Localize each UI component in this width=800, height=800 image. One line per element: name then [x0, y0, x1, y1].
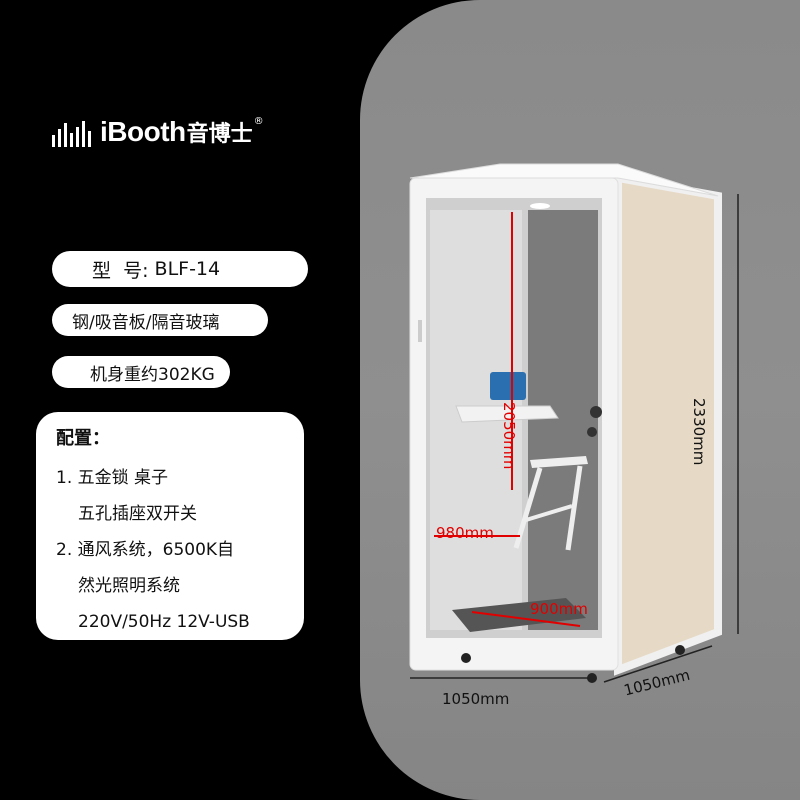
model-prefix: 型 号:: [92, 259, 155, 282]
booth-floor: [452, 598, 586, 632]
config-line: 五孔插座双开关: [78, 504, 197, 524]
door-handle: [590, 406, 602, 418]
stool-leg: [525, 504, 573, 522]
model-badge: 型 号: BLF-14: [52, 251, 308, 287]
door-hinge: [418, 320, 422, 342]
caster-wheel: [675, 645, 685, 655]
inner-depth-line: [471, 611, 581, 627]
booth-drawing: [409, 163, 739, 683]
booth-illustration: 2330mm 1050mm 1050mm 2050mm 980mm 900mm: [390, 150, 770, 720]
weight-text: 机身重约302KG: [90, 364, 215, 385]
outer-width-label: 1050mm: [442, 690, 510, 708]
booth-top-edge: [409, 163, 719, 197]
booth-desk: [455, 405, 559, 423]
door-lock: [587, 427, 597, 437]
config-card: 配置： 1. 五金锁 桌子 五孔插座双开关 2. 通风系统，6500K自 然光照…: [36, 412, 304, 640]
booth-stool: [530, 456, 588, 468]
model-value: BLF-14: [154, 258, 221, 280]
brand-name: iBooth: [100, 116, 186, 147]
inner-width-label: 980mm: [436, 524, 494, 542]
outer-height-label: 2330mm: [690, 398, 708, 466]
config-line: 然光照明系统: [78, 576, 180, 596]
brand-name-cn: 音博士: [186, 122, 253, 147]
material-text: 钢/吸音板/隔音玻璃: [72, 312, 220, 333]
config-line: 2. 通风系统，6500K自: [56, 540, 235, 560]
inner-depth-label: 900mm: [530, 600, 588, 618]
inner-height-label: 2050mm: [500, 402, 518, 470]
config-line: 1. 五金锁 桌子: [56, 468, 169, 488]
stool-leg: [513, 467, 543, 549]
caster-wheel: [461, 653, 471, 663]
material-badge: 钢/吸音板/隔音玻璃: [52, 304, 268, 336]
booth-side-opening: [528, 210, 598, 630]
brand-logo: iBooth 音博士 ®: [52, 112, 264, 152]
stool-leg: [565, 465, 583, 551]
weight-badge: 机身重约302KG: [52, 356, 230, 388]
tablet-device: [490, 372, 526, 400]
registered-mark: ®: [253, 116, 264, 127]
config-title: 配置：: [56, 428, 110, 449]
caster-wheel: [587, 673, 597, 683]
ceiling-light: [530, 203, 550, 209]
config-line: 220V/50Hz 12V-USB: [78, 612, 250, 632]
outer-depth-line: [603, 645, 713, 683]
soundwave-icon: [52, 117, 94, 147]
